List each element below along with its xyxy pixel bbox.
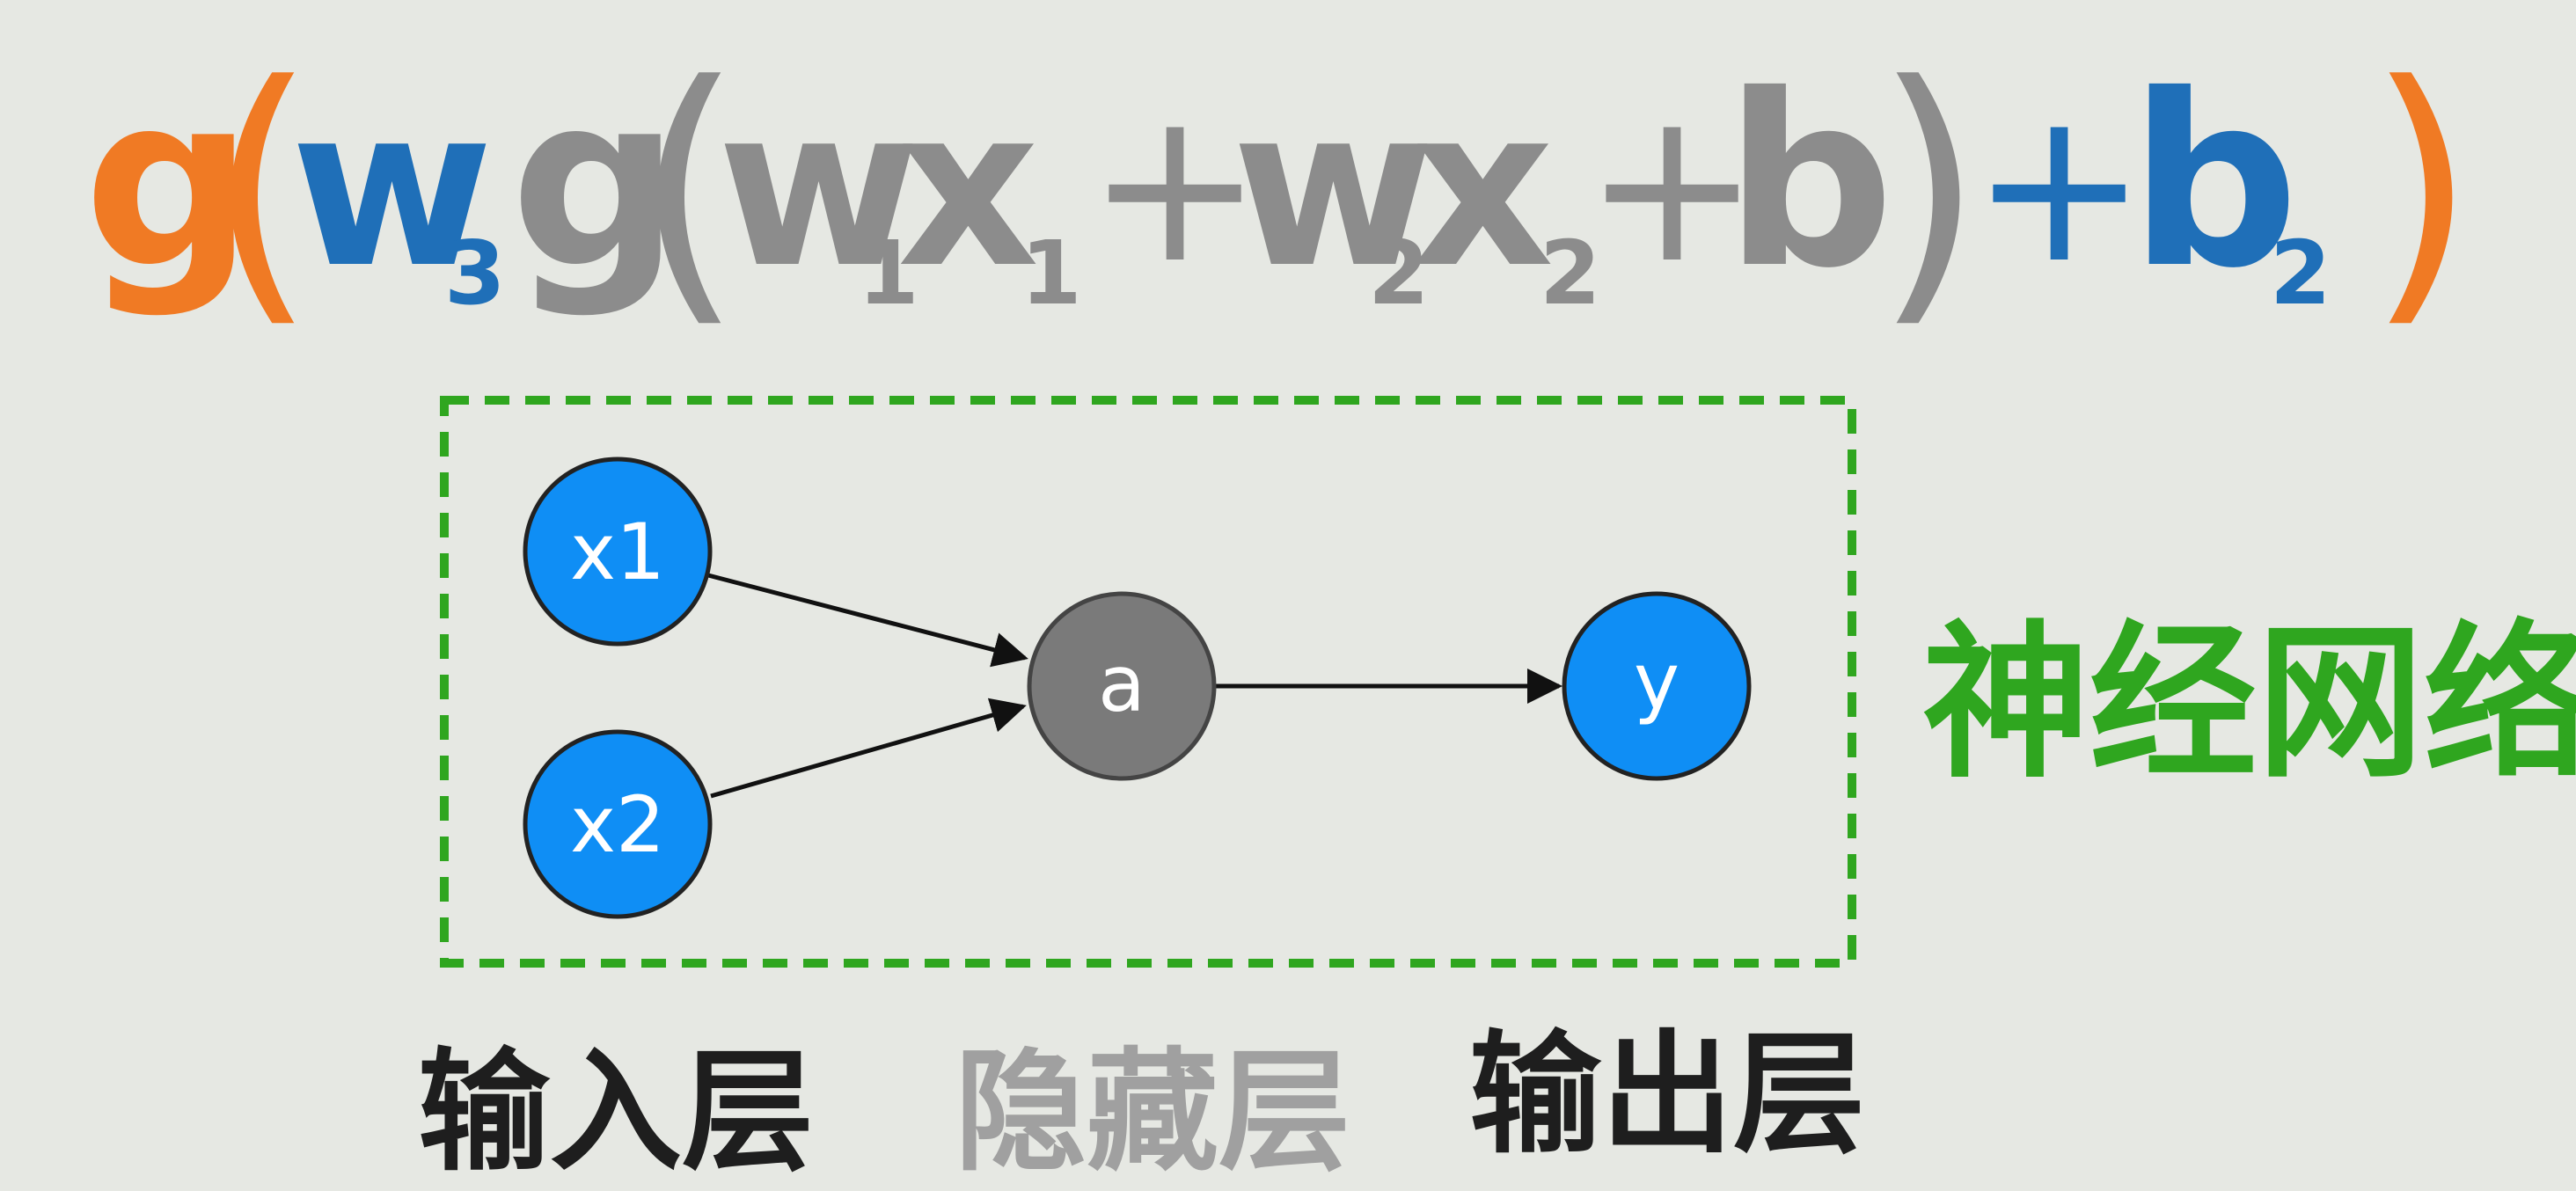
layer-label-input: 输入层 <box>418 1036 815 1189</box>
formula-w1-sub: 1 <box>858 222 919 325</box>
formula-inner-open: ( <box>633 70 743 352</box>
formula-b2-sub: 2 <box>2270 222 2331 325</box>
formula-x2: x <box>1412 70 1554 316</box>
formula-x1: x <box>897 70 1039 316</box>
formula-w1: w <box>717 70 920 316</box>
formula-inner-g: g <box>510 70 680 320</box>
formula-outer-g: g <box>84 70 253 320</box>
node-x1-label: x1 <box>570 507 665 597</box>
formula-w2-sub: 2 <box>1368 222 1430 325</box>
formula-plus-1: + <box>1087 70 1263 310</box>
node-x2-label: x2 <box>570 779 665 870</box>
node-y <box>1562 591 1752 781</box>
formula-b2: b <box>2129 70 2299 320</box>
formula-x2-sub: 2 <box>1540 222 1601 325</box>
edge-x2-to-a <box>710 698 1027 799</box>
network-title: 神经网络 <box>1922 606 2576 800</box>
formula-plus-2: + <box>1584 70 1760 310</box>
formula-w3: w <box>290 70 494 316</box>
formula-open-paren: ( <box>207 70 317 352</box>
node-a <box>1027 591 1217 781</box>
edge-x1-to-a <box>707 573 1028 668</box>
node-x1 <box>523 457 713 647</box>
formula-w2: w <box>1232 70 1435 316</box>
formula: g ( w 3 g ( w 1 x 1 + w 2 x 2 + b ) + b … <box>84 70 2477 352</box>
node-a-label: a <box>1098 639 1145 729</box>
formula-b: b <box>1724 70 1894 320</box>
formula-x1-sub: 1 <box>1021 222 1082 325</box>
node-x2 <box>523 729 713 919</box>
formula-w3-sub: 3 <box>444 222 506 325</box>
network-dashed-border <box>440 396 1856 968</box>
layer-label-output: 输出层 <box>1469 1019 1866 1172</box>
layer-label-hidden: 隐藏层 <box>955 1036 1351 1189</box>
formula-plus-3: + <box>1971 70 2148 310</box>
formula-close-paren: ) <box>2367 70 2477 352</box>
node-y-label: y <box>1634 636 1680 727</box>
formula-inner-close: ) <box>1874 70 1984 352</box>
